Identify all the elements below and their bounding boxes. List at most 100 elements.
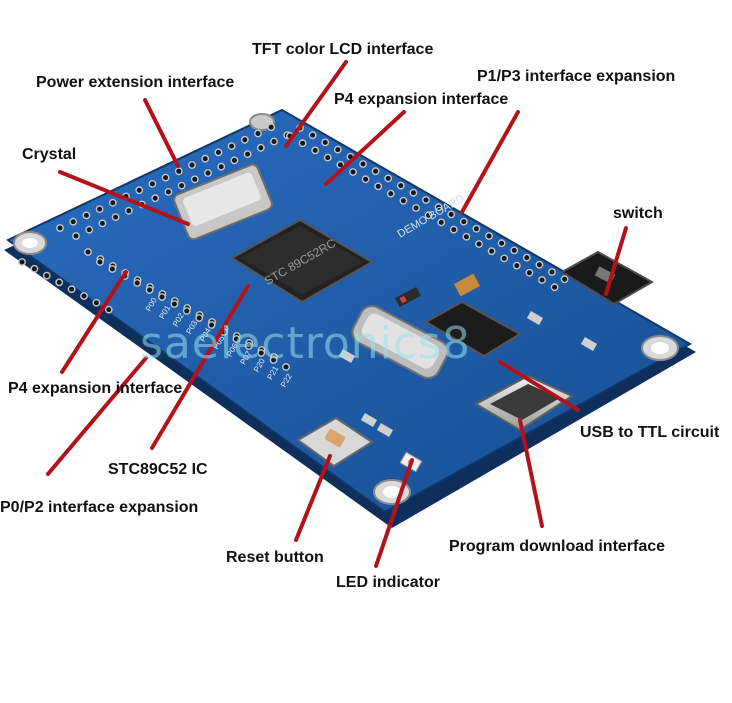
header-pin (462, 232, 471, 241)
leader-lines (46, 60, 628, 568)
header-pin (204, 169, 212, 177)
header-pin (525, 268, 534, 277)
header-pin (145, 286, 154, 294)
header-pin (424, 211, 433, 220)
leader-line (58, 170, 190, 226)
header-pin (349, 168, 357, 176)
header-pin (133, 279, 142, 287)
passive-components (338, 273, 598, 437)
header-pin (535, 260, 544, 269)
header-pin (384, 174, 393, 183)
header-pin (227, 142, 236, 151)
header-pin (195, 314, 204, 322)
header-pin (447, 210, 456, 219)
header-pin (282, 363, 290, 371)
header-pin (308, 131, 317, 140)
header-pin (267, 123, 276, 132)
header-pin (108, 265, 117, 273)
stc89c52-chip: STC 89C52RC (230, 218, 374, 304)
header-pin (298, 139, 307, 148)
header-pin (434, 203, 443, 212)
header-pin (538, 276, 546, 284)
header-pin (158, 293, 166, 301)
header-pin (98, 219, 107, 228)
header-pin (207, 321, 216, 329)
label-stc89c52-ic: STC89C52 IC (108, 461, 208, 478)
header-pin (182, 307, 191, 315)
label-tft-lcd-interface: TFT color LCD interface (252, 41, 434, 58)
header-pin (240, 135, 249, 144)
header-pin (244, 342, 253, 350)
label-switch: switch (613, 205, 663, 222)
leader-line (143, 98, 180, 168)
leader-line (498, 360, 580, 412)
header-pin (148, 179, 157, 188)
header-pin (323, 153, 332, 162)
header-pin (85, 225, 94, 234)
header-pin (124, 206, 133, 215)
header-pin (500, 254, 509, 263)
header-pin (177, 181, 186, 190)
second-crystal (351, 305, 449, 379)
leader-line (374, 458, 414, 568)
leader-line (324, 110, 406, 186)
header-pin (42, 271, 51, 280)
header-pin (560, 275, 569, 284)
watermark: saelectronics8 (140, 318, 471, 369)
label-program-download-interface: Program download interface (449, 538, 666, 555)
leader-line (284, 60, 348, 148)
header-pins-front (18, 258, 113, 314)
header-pin (214, 148, 223, 157)
header-pin (230, 156, 239, 165)
header-pin (512, 261, 521, 270)
header-pin (522, 253, 531, 262)
header-pin (256, 143, 265, 152)
header-pin (374, 182, 383, 191)
header-pin (321, 138, 330, 147)
leader-line (294, 454, 332, 542)
header-pin (190, 175, 199, 184)
header-pin (254, 129, 262, 138)
leader-line (518, 418, 544, 528)
header-pin (67, 285, 76, 294)
header-pin (164, 187, 173, 196)
header-pin (217, 162, 226, 171)
header-pin (550, 283, 559, 292)
header-pin (422, 196, 430, 204)
label-crystal: Crystal (22, 146, 77, 163)
header-pin (82, 211, 91, 220)
header-pin (399, 196, 408, 205)
header-pin (475, 240, 483, 248)
header-pin (386, 189, 395, 198)
header-pin (371, 167, 380, 176)
label-led-indicator: LED indicator (336, 574, 441, 591)
leader-line (460, 110, 520, 214)
header-pin (459, 217, 468, 226)
leader-line (60, 270, 128, 374)
header-pin (449, 225, 458, 234)
header-pin (56, 224, 64, 232)
header-pin (104, 305, 113, 314)
header-pin (84, 248, 92, 256)
header-pin (497, 239, 506, 248)
header-pin (161, 173, 170, 182)
header-pin (487, 247, 496, 256)
header-pin (270, 137, 278, 146)
reset-button-component (296, 416, 374, 468)
header-pin (174, 167, 183, 176)
header-pin (548, 268, 556, 276)
header-pin (80, 292, 88, 300)
header-pin (108, 198, 117, 207)
header-pin (396, 181, 405, 190)
header-pin (95, 205, 104, 214)
header-pin (135, 186, 144, 195)
header-pin (96, 258, 104, 266)
header-pin (359, 160, 367, 168)
header-pin (92, 298, 101, 307)
header-pin (409, 188, 418, 197)
header-pin (151, 194, 160, 203)
header-pin (170, 300, 179, 308)
label-p0p2-interface-expansion: P0/P2 interface expansion (0, 499, 199, 516)
